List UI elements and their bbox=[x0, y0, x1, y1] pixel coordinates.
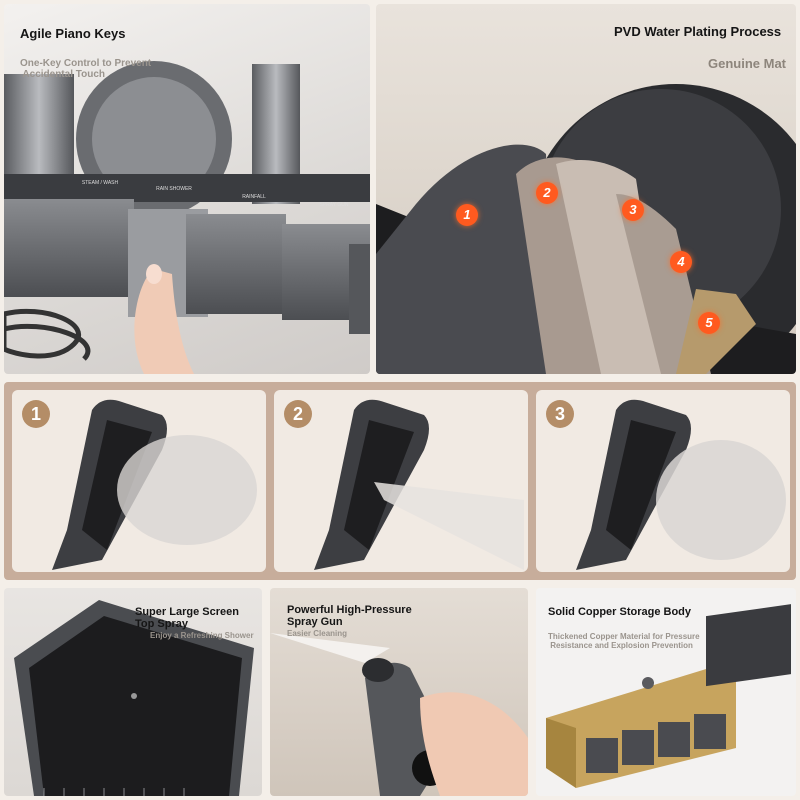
piano-keys-subtitle-2: Accidental Touch bbox=[20, 69, 106, 80]
copper-body-photo bbox=[546, 604, 791, 788]
top-spray-subtitle: Enjoy a Refreshing Shower bbox=[150, 631, 254, 640]
layer-badge-1: 1 bbox=[456, 204, 478, 226]
piano-keys-subtitle-1: One-Key Control to Prevent bbox=[20, 58, 152, 69]
top-spray-title-1: Super Large Screen bbox=[135, 606, 239, 618]
key-label-4: SPRAY GUN bbox=[319, 202, 349, 208]
copper-subtitle-2: Resistance and Explosion Prevention bbox=[548, 641, 693, 650]
mode-card-1: 1 bbox=[12, 390, 266, 572]
pvd-plating-panel: PVD Water Plating Process Genuine Mat 1 … bbox=[376, 4, 796, 374]
pvd-subtitle: Genuine Mat bbox=[708, 56, 787, 71]
layer-badge-5: 5 bbox=[698, 312, 720, 334]
copper-subtitle-1: Thickened Copper Material for Pressure bbox=[548, 632, 700, 641]
top-spray-panel: Super Large Screen Top Spray Enjoy a Ref… bbox=[4, 588, 262, 796]
pvd-layers-photo bbox=[376, 84, 796, 374]
mode-step-badge-1: 1 bbox=[22, 400, 50, 428]
key-label-1: STEAM / WASH bbox=[81, 180, 119, 186]
mode-step-badge-2: 2 bbox=[284, 400, 312, 428]
showerhead-mode-3 bbox=[576, 399, 786, 570]
mode-card-3: 3 bbox=[536, 390, 790, 572]
showerhead-mode-2 bbox=[314, 399, 524, 570]
pvd-title: PVD Water Plating Process bbox=[614, 24, 782, 39]
layer-badge-3: 3 bbox=[622, 199, 644, 221]
spray-modes-panel: 1 2 3 bbox=[4, 382, 796, 580]
spray-gun-title-1: Powerful High-Pressure bbox=[287, 604, 412, 616]
piano-keys-panel: Agile Piano Keys One-Key Control to Prev… bbox=[4, 4, 370, 374]
key-label-2: RAIN SHOWER bbox=[156, 186, 192, 192]
key-label-3: RAINFALL bbox=[242, 194, 266, 200]
layer-badge-4: 4 bbox=[670, 251, 692, 273]
top-spray-photo bbox=[14, 600, 254, 796]
spray-gun-panel: Powerful High-Pressure Spray Gun Easier … bbox=[270, 588, 528, 796]
copper-body-panel: Solid Copper Storage Body Thickened Copp… bbox=[536, 588, 796, 796]
piano-keys-title: Agile Piano Keys bbox=[20, 26, 126, 41]
top-spray-title-2: Top Spray bbox=[135, 618, 188, 630]
showerhead-mode-1 bbox=[52, 399, 257, 570]
layer-badge-2: 2 bbox=[536, 182, 558, 204]
spray-gun-title-2: Spray Gun bbox=[287, 616, 343, 628]
copper-title: Solid Copper Storage Body bbox=[548, 606, 692, 618]
mode-card-2: 2 bbox=[274, 390, 528, 572]
spray-gun-photo bbox=[270, 633, 528, 796]
piano-keys-photo bbox=[4, 61, 370, 374]
spray-gun-subtitle: Easier Cleaning bbox=[287, 629, 348, 638]
mode-step-badge-3: 3 bbox=[546, 400, 574, 428]
